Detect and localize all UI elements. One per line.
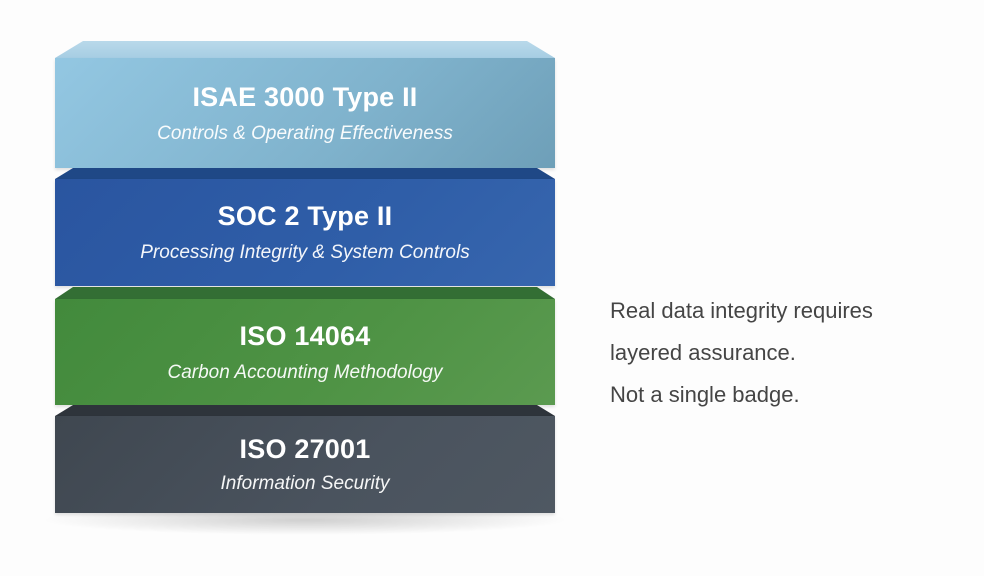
layer-face: ISO 27001 Information Security <box>55 416 555 513</box>
caption-line: Not a single badge. <box>610 382 800 407</box>
layer-face: ISAE 3000 Type II Controls & Operating E… <box>55 58 555 168</box>
caption-line: layered assurance. <box>610 340 796 365</box>
layer-top-bevel <box>55 287 555 299</box>
layer-subtitle: Processing Integrity & System Controls <box>140 242 470 263</box>
layer-top-bevel <box>55 41 555 58</box>
layer-subtitle: Information Security <box>220 473 390 494</box>
layer-title: ISO 27001 <box>239 434 371 464</box>
layer-face: ISO 14064 Carbon Accounting Methodology <box>55 299 555 405</box>
layer-subtitle: Controls & Operating Effectiveness <box>157 122 453 144</box>
layer-title: ISO 14064 <box>239 320 371 351</box>
layer-top-bevel <box>55 405 555 416</box>
layer-face: SOC 2 Type II Processing Integrity & Sys… <box>55 179 555 286</box>
layer-title: ISAE 3000 Type II <box>192 81 418 112</box>
layer-title: SOC 2 Type II <box>217 201 393 231</box>
caption-text: Real data integrity requires layered ass… <box>610 290 873 416</box>
layer-subtitle: Carbon Accounting Methodology <box>167 361 443 383</box>
layer-top-bevel <box>55 168 555 179</box>
caption-line: Real data integrity requires <box>610 298 873 323</box>
